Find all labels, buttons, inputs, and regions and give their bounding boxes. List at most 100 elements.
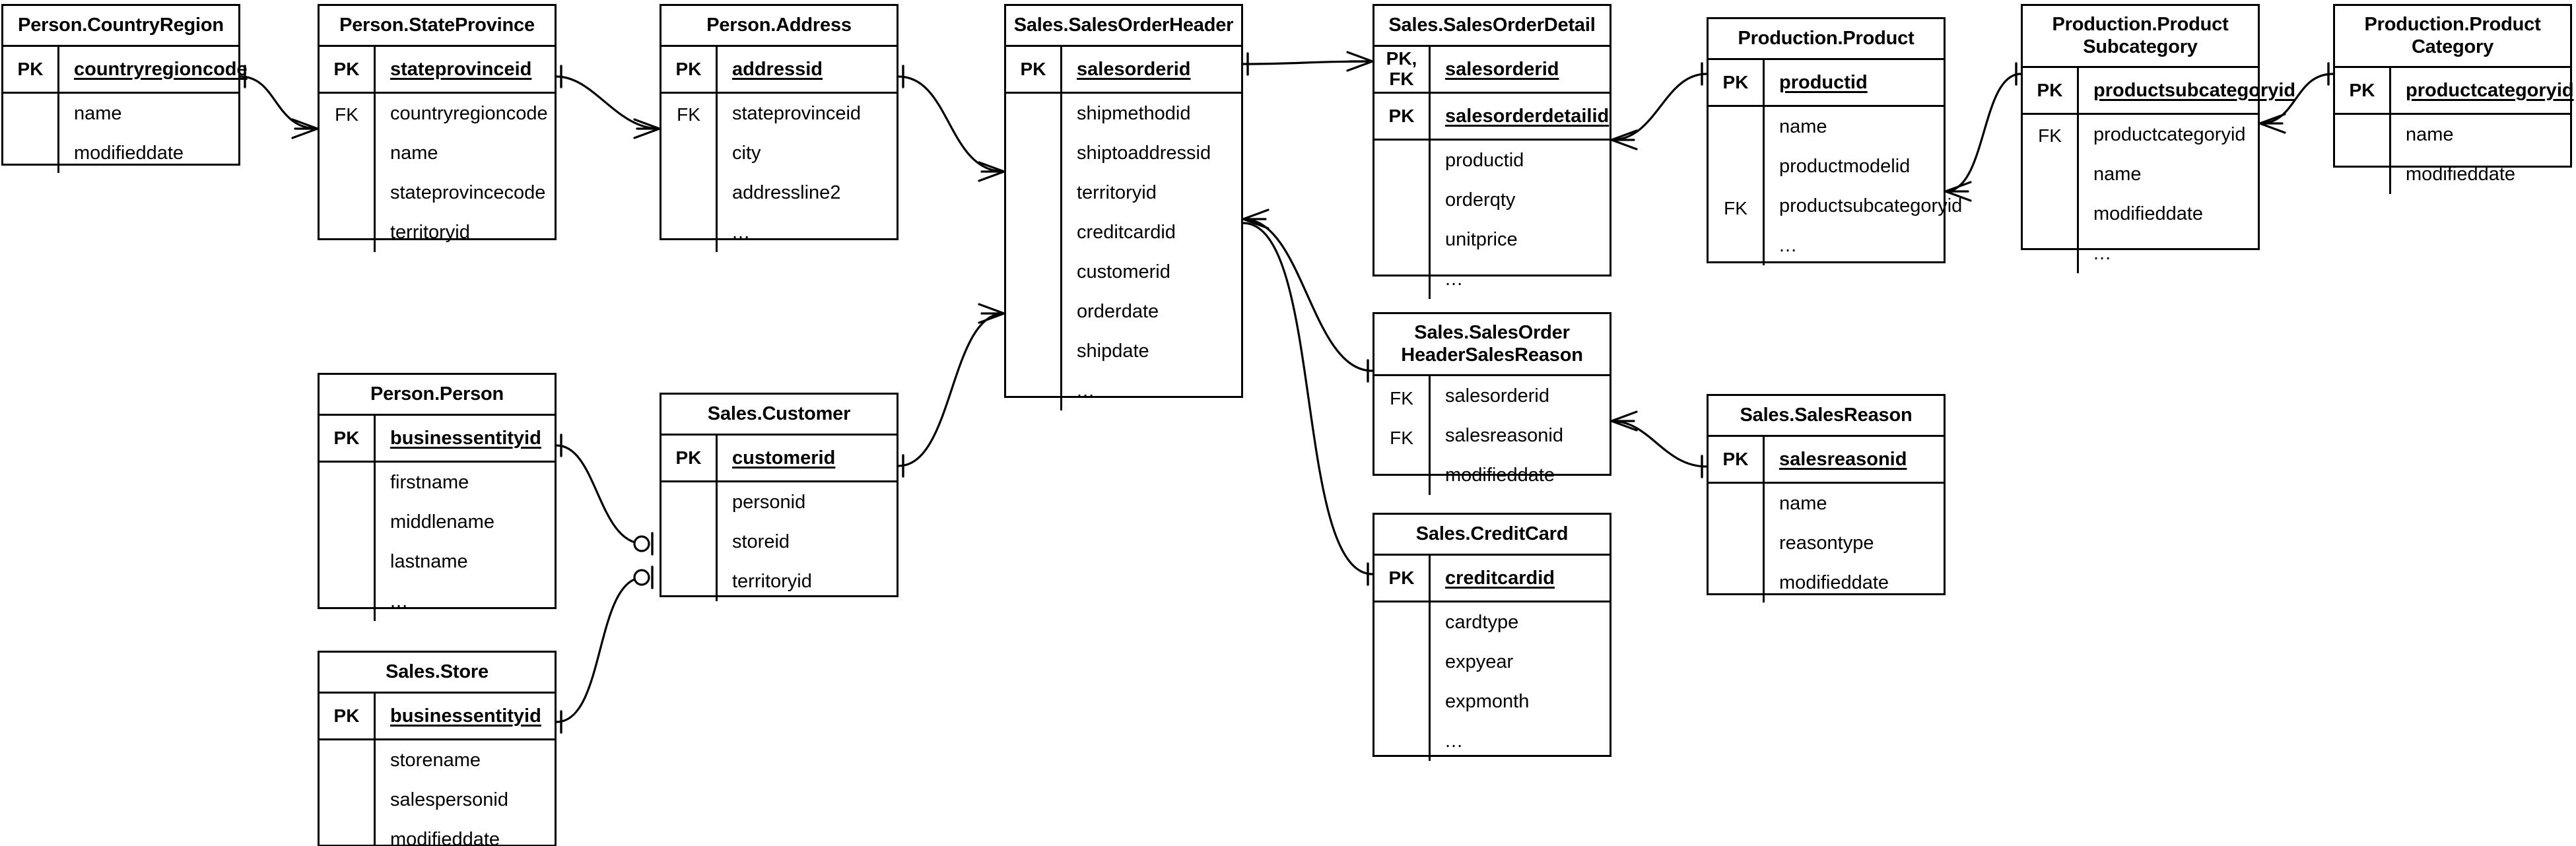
key-badge: PK <box>320 694 376 739</box>
entity-title: Sales.Customer <box>661 395 897 436</box>
key-badge: PK <box>661 47 718 92</box>
foreign-key-column: FK <box>320 94 376 253</box>
attribute-item: name <box>1779 115 1827 137</box>
key-field-name: stateprovinceid <box>390 58 532 80</box>
attribute-item: shipmethodid <box>1077 102 1191 124</box>
attribute-item: name <box>2406 123 2454 145</box>
key-field-name: productsubcategoryid <box>2093 79 2296 101</box>
attribute-item: name <box>2093 163 2142 185</box>
key-badge: PK <box>320 47 376 92</box>
fk-badge: FK <box>677 104 700 125</box>
key-row[interactable]: PK stateprovinceid <box>320 47 555 94</box>
attribute-item: creditcardid <box>1077 221 1176 243</box>
key-badge: PK <box>661 436 718 481</box>
attribute-item: salesorderid <box>1445 385 1549 407</box>
attribute-item: addressline2 <box>732 181 841 203</box>
attribute-item: orderqty <box>1445 189 1516 211</box>
attribute-item: ... <box>1445 730 1464 752</box>
connector-salesorderheadersalesreason-salesreason <box>1610 410 1708 478</box>
key-field-name: salesorderid <box>1445 58 1559 80</box>
foreign-key-column: FK <box>661 94 718 253</box>
key-field-name: creditcardid <box>1445 567 1555 589</box>
key-badge: PK <box>320 416 376 461</box>
attribute-item: productsubcategoryid <box>1779 195 1963 216</box>
attribute-item: productid <box>1445 149 1524 171</box>
foreign-key-column <box>661 482 718 602</box>
key-row[interactable]: PK salesorderid <box>1006 47 1241 94</box>
key-badge: PK <box>1006 47 1062 92</box>
attribute-item: territoryid <box>390 221 470 243</box>
foreign-key-column: FK <box>2023 115 2079 274</box>
entity-title: Sales.SalesOrderHeader <box>1006 6 1241 48</box>
attribute-item: shipdate <box>1077 340 1149 362</box>
attribute-item: storeid <box>732 531 790 552</box>
connector-salesorderdetail-product <box>1610 62 1708 150</box>
key-field-name: countryregioncode <box>74 58 248 80</box>
foreign-key-column <box>320 740 376 846</box>
key-field-name: productcategoryid <box>2406 79 2574 101</box>
attribute-item: lastname <box>390 550 468 572</box>
attribute-item: territoryid <box>732 570 812 592</box>
connector-person-customer <box>555 434 654 556</box>
entity-title: Person.StateProvince <box>320 6 555 48</box>
foreign-key-column <box>1374 141 1431 300</box>
key-badge: PK <box>3 47 59 92</box>
foreign-key-column <box>320 463 376 622</box>
attribute-item: reasontype <box>1779 532 1874 554</box>
key-row[interactable]: PK creditcardid <box>1374 556 1610 603</box>
entity-title: Person.Person <box>320 375 555 416</box>
key-badge: PK <box>1374 556 1431 601</box>
attribute-item: orderdate <box>1077 300 1159 322</box>
key-field-name: salesorderid <box>1077 58 1191 80</box>
attribute-item: modifieddate <box>74 142 184 164</box>
attribute-item: customerid <box>1077 261 1170 282</box>
attribute-item: name <box>390 142 438 164</box>
connector-stateprovince-address <box>555 65 661 139</box>
fk-badge: FK <box>1390 428 1413 449</box>
key-badge: PK <box>2335 68 2391 114</box>
key-row[interactable]: PK productcategoryid <box>2335 68 2574 115</box>
key-row[interactable]: PK countryregioncode <box>3 47 248 94</box>
attribute-item: middlename <box>390 511 494 533</box>
foreign-key-column: FK <box>1709 107 1765 266</box>
attribute-item: shiptoaddressid <box>1077 142 1211 164</box>
